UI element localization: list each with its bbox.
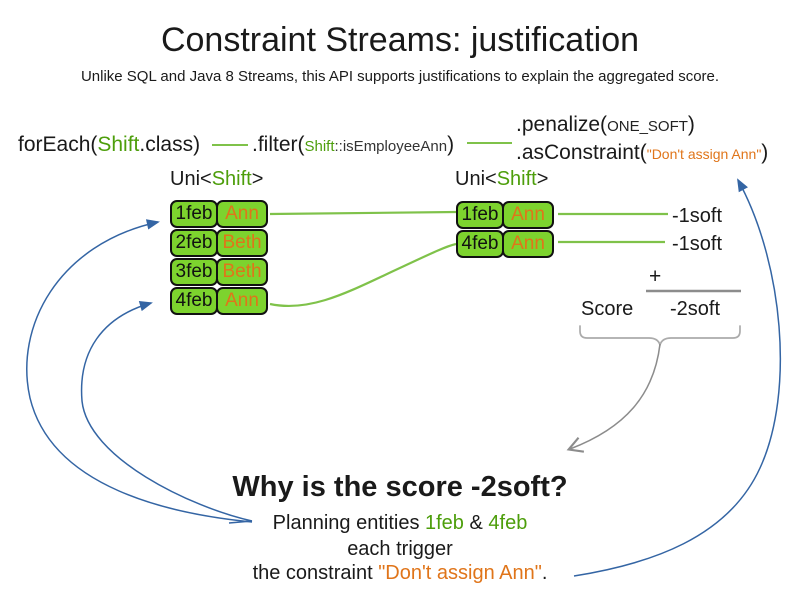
shift-employee-cell: Beth [216, 229, 268, 257]
code-penalize-post: ) [687, 113, 695, 136]
shift-table-filtered: 1feb Ann 4feb Ann [456, 201, 554, 259]
code-filter-pre: .filter( [252, 133, 305, 156]
shift-date-cell: 4feb [456, 230, 504, 258]
code-foreach-pre: forEach( [18, 133, 98, 156]
arrow-why-to-4feb [80, 301, 253, 522]
plus-sign: + [649, 265, 662, 288]
shift-date-cell: 1feb [170, 200, 218, 228]
connector-row-4feb [269, 242, 457, 308]
why-line-3: the constraint "Don't assign Ann". [0, 561, 800, 585]
why-line1-pre: Planning entities [272, 512, 425, 534]
code-asconstraint-post: ) [761, 141, 769, 164]
why-line3-post: . [541, 562, 548, 584]
code-penalize-arg: ONE_SOFT [607, 118, 688, 135]
code-asconstraint-arg: "Don't assign Ann" [646, 146, 762, 162]
shift-date-cell: 2feb [170, 229, 218, 257]
table-row: 4feb Ann [170, 287, 268, 315]
uni-shift-label-left: Uni<Shift> [170, 167, 263, 192]
why-line3-pre: the constraint [252, 562, 379, 584]
score-total: -2soft [670, 298, 721, 320]
uni-left-class: Shift [211, 168, 252, 190]
shift-date-cell: 4feb [170, 287, 218, 315]
shift-employee-cell: Ann [216, 287, 268, 315]
code-filter: .filter(Shift::isEmployeeAnn) [252, 132, 454, 160]
code-penalize: .penalize(ONE_SOFT) [516, 112, 695, 140]
table-row: 2feb Beth [170, 229, 268, 257]
why-line3-constraint: "Don't assign Ann" [378, 562, 542, 584]
match-score-1: -1soft [672, 205, 723, 227]
why-line1-entity2: 4feb [488, 512, 528, 534]
why-line1-amp: & [463, 512, 489, 534]
uni-shift-label-right: Uni<Shift> [455, 167, 548, 192]
shift-date-cell: 3feb [170, 258, 218, 286]
code-filter-class: Shift [304, 138, 335, 155]
shift-employee-cell: Ann [502, 230, 554, 258]
score-brace [579, 325, 741, 349]
code-penalize-pre: .penalize( [516, 113, 608, 136]
score-label: Score [581, 298, 634, 320]
uni-right-post: > [536, 168, 549, 190]
table-row: 4feb Ann [456, 230, 554, 258]
code-foreach-class: Shift [97, 133, 140, 156]
why-line-2: each trigger [347, 538, 453, 560]
why-line1-entity1: 1feb [425, 512, 464, 534]
code-asconstraint: .asConstraint("Don't assign Ann") [516, 140, 768, 167]
shift-employee-cell: Ann [216, 200, 268, 228]
page-subtitle: Unlike SQL and Java 8 Streams, this API … [80, 68, 720, 85]
connector-row-1feb [269, 210, 457, 216]
code-filter-post: ) [447, 133, 455, 156]
table-row: 3feb Beth [170, 258, 268, 286]
code-foreach-post: .class) [139, 133, 201, 156]
shift-date-cell: 1feb [456, 201, 504, 229]
match-score-2: -1soft [672, 233, 723, 255]
uni-right-class: Shift [496, 168, 537, 190]
code-foreach: forEach(Shift.class) [18, 132, 200, 158]
table-row: 1feb Ann [456, 201, 554, 229]
arrow-why-to-constraint [573, 178, 782, 577]
shift-employee-cell: Ann [502, 201, 554, 229]
code-filter-method: ::isEmployeeAnn [334, 138, 448, 155]
why-line-1: Planning entities 1feb & 4feb [0, 511, 800, 535]
uni-left-pre: Uni< [170, 168, 212, 190]
uni-left-post: > [251, 168, 264, 190]
arrow-why-to-1feb [26, 219, 253, 523]
arrow-score-to-why [566, 343, 661, 453]
uni-right-pre: Uni< [455, 168, 497, 190]
shift-table-all: 1feb Ann 2feb Beth 3feb Beth 4feb Ann [170, 200, 268, 316]
table-row: 1feb Ann [170, 200, 268, 228]
code-asconstraint-pre: .asConstraint( [516, 141, 647, 164]
page-title: Constraint Streams: justification [160, 21, 640, 59]
why-heading: Why is the score -2soft? [232, 471, 568, 503]
shift-employee-cell: Beth [216, 258, 268, 286]
